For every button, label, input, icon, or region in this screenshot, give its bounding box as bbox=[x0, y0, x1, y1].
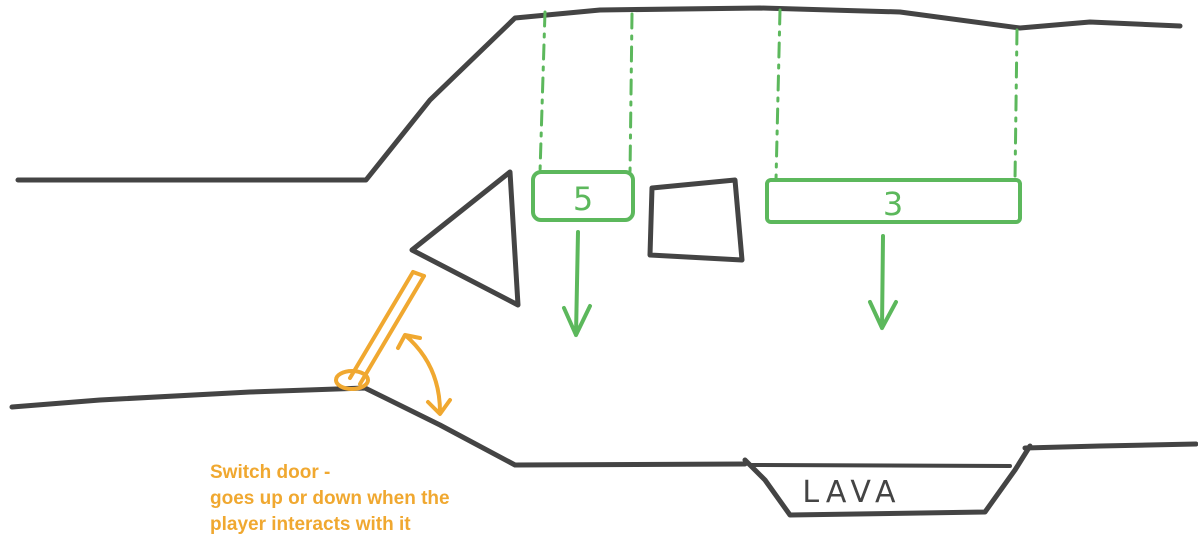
note-line-2: goes up or down when the bbox=[210, 486, 550, 512]
switch-door[interactable] bbox=[336, 272, 424, 389]
lava-pit-rim bbox=[750, 465, 1010, 466]
square-block bbox=[650, 180, 742, 260]
platform-3-counter: 3 bbox=[883, 185, 903, 223]
falling-platform-5: 5 bbox=[533, 12, 633, 335]
ceiling-line bbox=[18, 8, 1180, 180]
switch-door-note: Switch door - goes up or down when the p… bbox=[210, 460, 550, 538]
down-arrow-icon bbox=[870, 236, 896, 328]
platform-5-counter: 5 bbox=[573, 180, 593, 218]
floor-line bbox=[12, 388, 745, 465]
triangle-block bbox=[412, 172, 518, 305]
double-arrow-icon bbox=[398, 335, 450, 414]
lava-label: LAVA bbox=[802, 475, 901, 510]
falling-platform-3: 3 bbox=[767, 10, 1020, 328]
note-line-3: player interacts with it bbox=[210, 512, 550, 538]
note-line-1: Switch door - bbox=[210, 460, 550, 486]
floor-line-right bbox=[1025, 444, 1196, 448]
down-arrow-icon bbox=[564, 232, 590, 335]
